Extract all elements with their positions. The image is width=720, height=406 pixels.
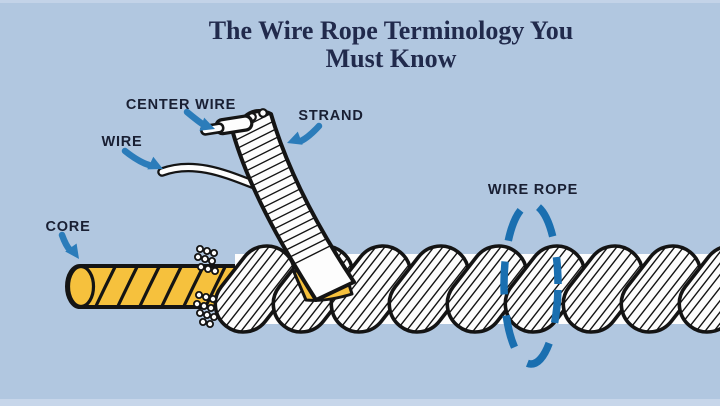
- top-edge-strip: [0, 0, 720, 3]
- wire-arrow-icon: [121, 147, 163, 170]
- page-title: The Wire Rope Terminology You Must Know: [209, 16, 574, 73]
- strand-arrow-icon: [287, 122, 323, 145]
- core-end-cap: [66, 264, 96, 309]
- core-arrow-icon: [58, 231, 79, 259]
- cut-wire-ends: [192, 244, 219, 328]
- label-wire-rope: WIRE ROPE: [488, 182, 578, 198]
- label-wire: WIRE: [101, 134, 142, 150]
- bottom-edge-strip: [0, 399, 720, 406]
- title-line-1: The Wire Rope Terminology You: [209, 16, 574, 45]
- label-center-wire: CENTER WIRE: [126, 97, 236, 113]
- label-core: CORE: [45, 219, 90, 235]
- center-wire-arrow-icon: [183, 108, 215, 131]
- label-strand: STRAND: [298, 108, 363, 124]
- pointer-arrows: [58, 108, 323, 259]
- wire-rope-dashed-ellipse: [500, 200, 562, 368]
- title-line-2: Must Know: [326, 44, 457, 73]
